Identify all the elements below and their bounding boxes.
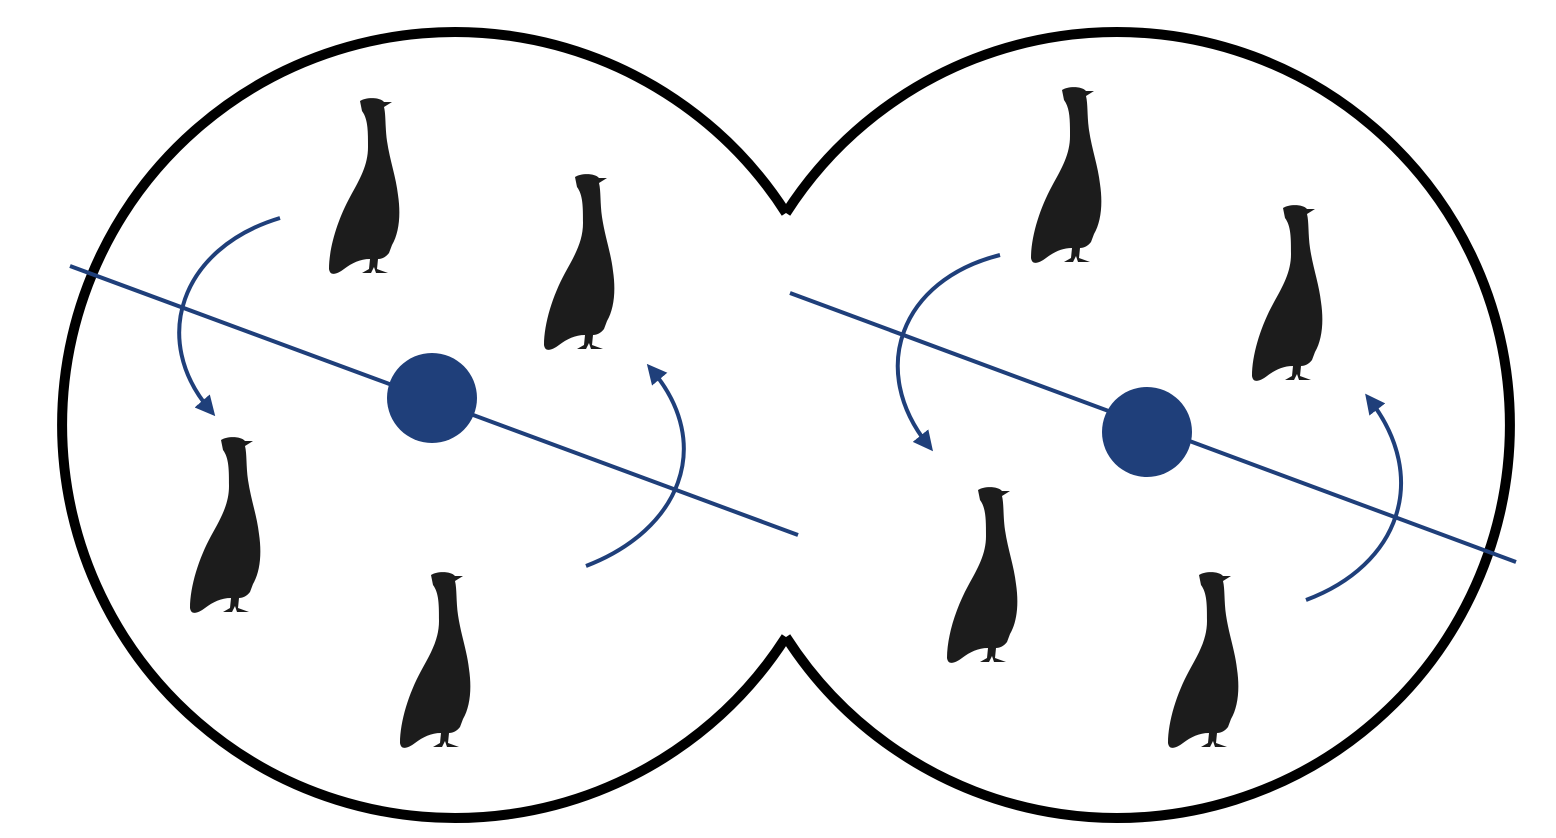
pivot-dot-icon xyxy=(1102,387,1192,477)
binocular-outline xyxy=(7,27,1556,823)
rotation-arrow-left-upper xyxy=(177,216,281,417)
rotation-arrow-left-lower xyxy=(585,363,686,568)
left-panel xyxy=(69,98,799,748)
pivot-dot-icon xyxy=(387,353,477,443)
rotation-arrow-right-lower xyxy=(1305,393,1403,602)
right-panel xyxy=(789,87,1517,748)
rotation-arrow-right-upper xyxy=(895,253,1001,452)
